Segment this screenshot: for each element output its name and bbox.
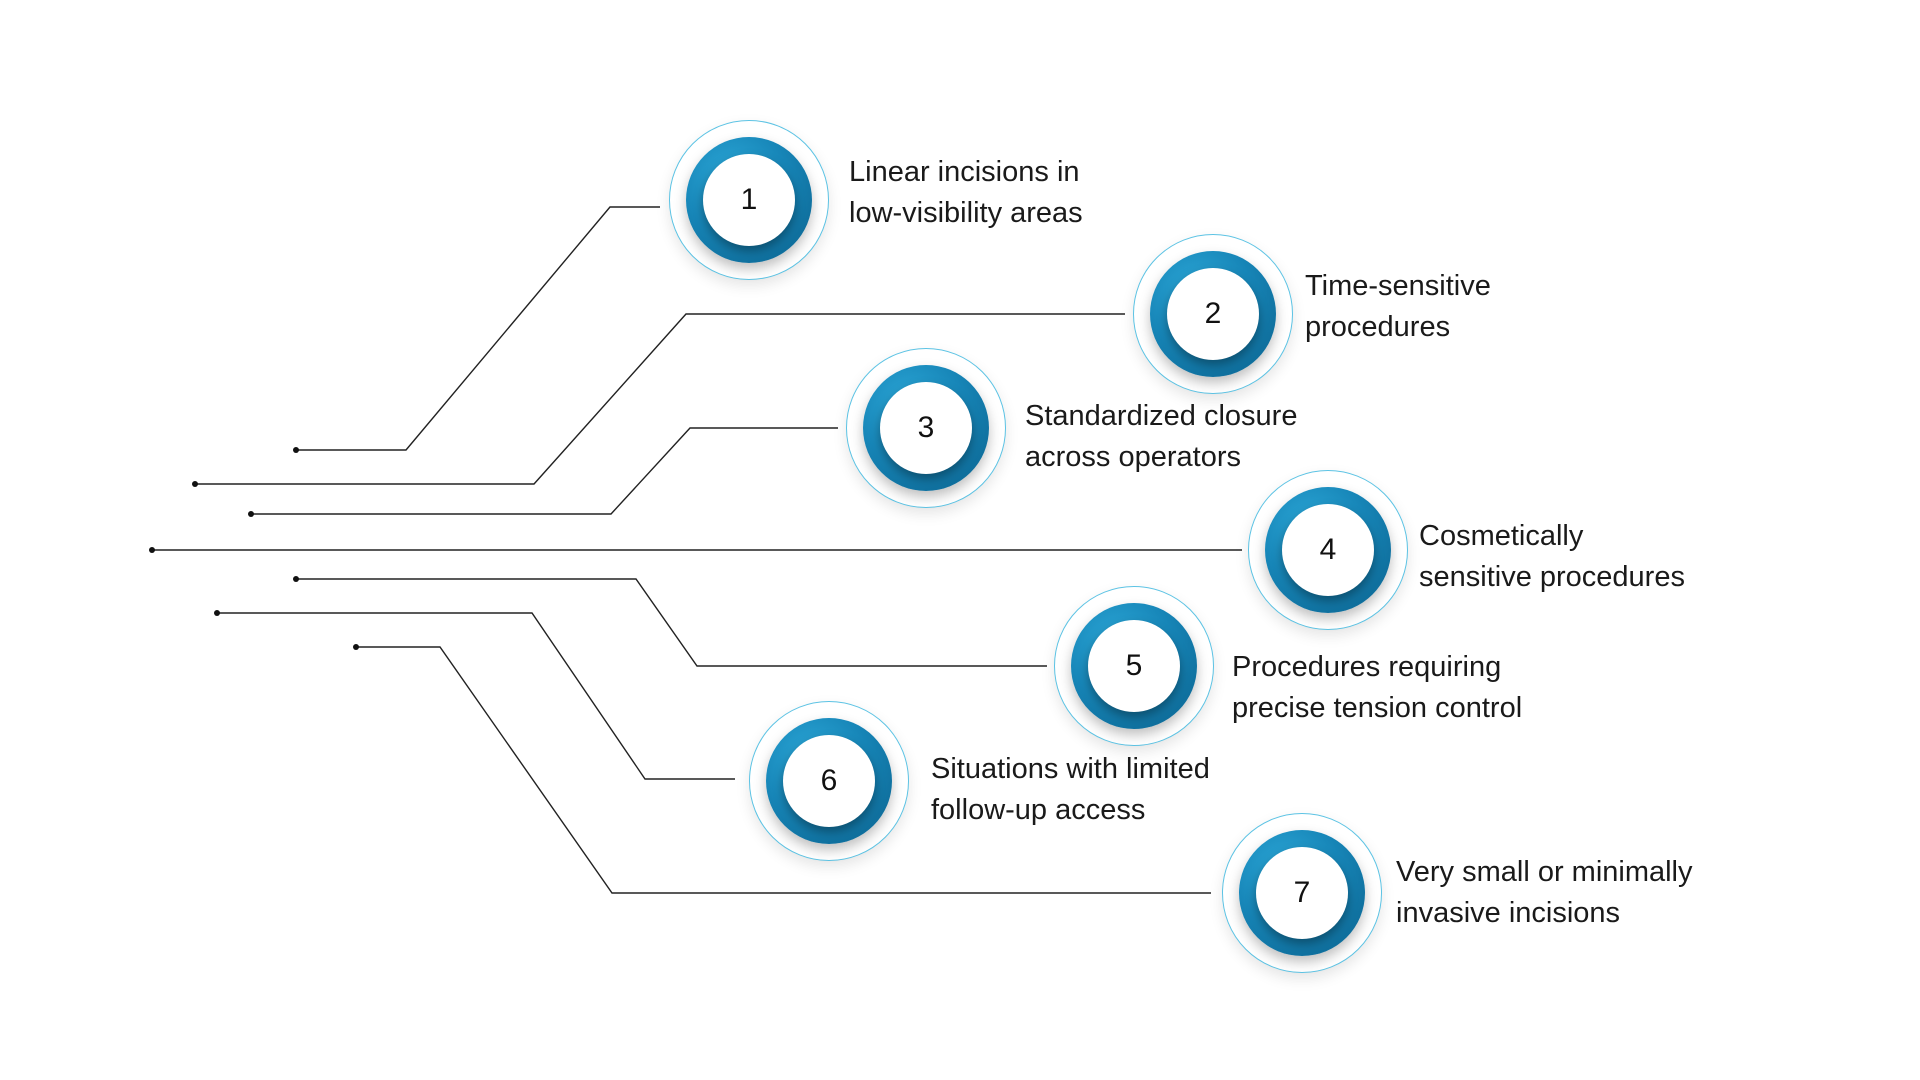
connector-line-6 bbox=[217, 612, 735, 780]
connector-dot-3 bbox=[248, 511, 254, 517]
step-6-badge: 6 bbox=[749, 701, 909, 861]
step-5-label: Procedures requiring precise tension con… bbox=[1232, 647, 1592, 729]
step-4-label: Cosmetically sensitive procedures bbox=[1419, 516, 1779, 598]
step-number: 3 bbox=[880, 382, 972, 474]
step-label-line: low-visibility areas bbox=[849, 197, 1083, 229]
step-label-line: Cosmetically bbox=[1419, 520, 1584, 552]
step-label-line: Situations with limited bbox=[931, 753, 1210, 785]
connector-dot-5 bbox=[293, 576, 299, 582]
step-7-label: Very small or minimally invasive incisio… bbox=[1396, 852, 1756, 934]
step-7-badge: 7 bbox=[1222, 813, 1382, 973]
step-label-line: precise tension control bbox=[1232, 692, 1523, 724]
connector-dot-6 bbox=[214, 610, 220, 616]
connector-line-3 bbox=[251, 427, 838, 515]
step-number: 7 bbox=[1256, 847, 1348, 939]
connector-line-7 bbox=[356, 646, 1211, 894]
step-number: 1 bbox=[703, 154, 795, 246]
step-2-label: Time-sensitive procedures bbox=[1305, 266, 1665, 348]
step-label-line: Procedures requiring bbox=[1232, 651, 1502, 683]
step-number: 2 bbox=[1167, 268, 1259, 360]
step-4-badge: 4 bbox=[1248, 470, 1408, 630]
step-2-badge: 2 bbox=[1133, 234, 1293, 394]
connector-line-5 bbox=[296, 578, 1047, 667]
step-label-line: procedures bbox=[1305, 311, 1451, 343]
step-3-badge: 3 bbox=[846, 348, 1006, 508]
step-1-badge: 1 bbox=[669, 120, 829, 280]
step-number: 6 bbox=[783, 735, 875, 827]
step-label-line: sensitive procedures bbox=[1419, 561, 1685, 593]
step-1-label: Linear incisions in low-visibility areas bbox=[849, 152, 1209, 234]
step-3-label: Standardized closure across operators bbox=[1025, 396, 1385, 478]
step-label-line: follow-up access bbox=[931, 794, 1146, 826]
step-number: 5 bbox=[1088, 620, 1180, 712]
step-label-line: across operators bbox=[1025, 441, 1241, 473]
connector-line-2 bbox=[195, 313, 1125, 485]
step-label-line: Standardized closure bbox=[1025, 400, 1298, 432]
step-5-badge: 5 bbox=[1054, 586, 1214, 746]
step-6-label: Situations with limited follow-up access bbox=[931, 749, 1291, 831]
connector-dot-7 bbox=[353, 644, 359, 650]
step-label-line: Time-sensitive bbox=[1305, 270, 1491, 302]
connector-dot-2 bbox=[192, 481, 198, 487]
connector-dot-4 bbox=[149, 547, 155, 553]
step-label-line: Very small or minimally bbox=[1396, 856, 1693, 888]
connector-line-1 bbox=[296, 206, 660, 451]
step-label-line: Linear incisions in bbox=[849, 156, 1080, 188]
step-label-line: invasive incisions bbox=[1396, 897, 1621, 929]
step-number: 4 bbox=[1282, 504, 1374, 596]
connector-dot-1 bbox=[293, 447, 299, 453]
